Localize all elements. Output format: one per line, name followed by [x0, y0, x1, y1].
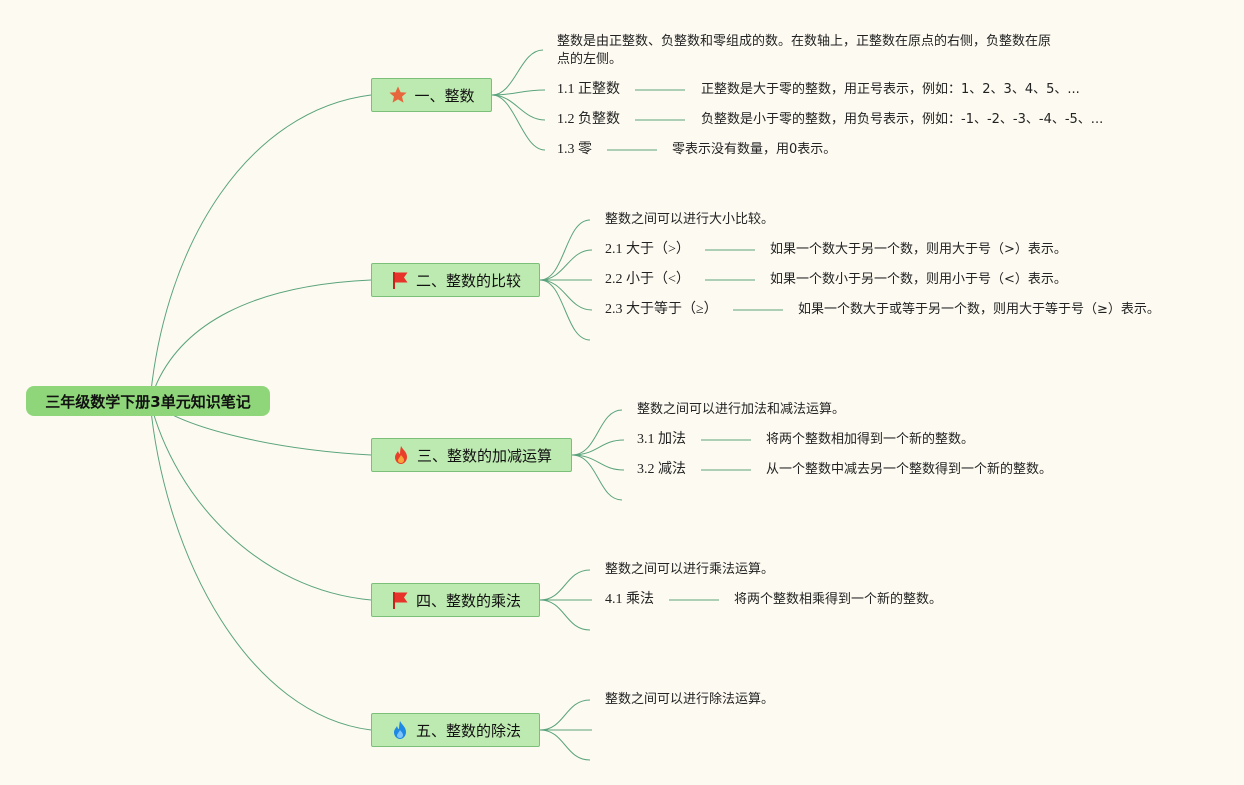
topic-node-5[interactable]: 五、整数的除法: [371, 713, 540, 747]
topic-title-5: 五、整数的除法: [415, 721, 521, 740]
topic-node-3[interactable]: 三、整数的加减运算: [371, 438, 572, 472]
topic-title-1: 一、整数: [414, 86, 475, 105]
topic-node-2[interactable]: 二、整数的比较: [371, 263, 540, 297]
connector-root-topic-1: [149, 94, 372, 402]
connectors-topic-5: [539, 699, 592, 761]
topic-2-item-3-desc: 如果一个数大于或等于另一个数，则用大于等于号（≥）表示。: [798, 302, 1160, 317]
topic-1-item-1-label: 1.1 正整数: [557, 82, 620, 97]
topic-4-item-1-label: 4.1 乘法: [605, 592, 654, 607]
connectors-topic-3: [571, 409, 751, 501]
topic-2-intro: 整数之间可以进行大小比较。: [605, 212, 775, 227]
topic-2-item-1-label: 2.1 大于（>）: [605, 242, 690, 257]
topic-1-item-1-desc: 正整数是大于零的整数，用正号表示，例如：1、2、3、4、5、...: [701, 82, 1080, 97]
topic-3-item-1-desc: 将两个整数相加得到一个新的整数。: [766, 432, 975, 447]
connectors-topic-2: [539, 219, 783, 341]
flag-icon: [392, 272, 408, 289]
fire-icon: [394, 446, 407, 464]
topic-1-item-2-desc: 负整数是小于零的整数，用负号表示，例如：-1、-2、-3、-4、-5、...: [701, 112, 1104, 127]
topic-2-item-1-desc: 如果一个数大于另一个数，则用大于号（>）表示。: [770, 242, 1067, 257]
topic-title-3: 三、整数的加减运算: [416, 446, 552, 465]
topic-3-item-2-desc: 从一个整数中减去另一个整数得到一个新的整数。: [766, 462, 1053, 477]
root-title: 三年级数学下册3单元知识笔记: [45, 392, 251, 411]
topic-3-item-1-label: 3.1 加法: [637, 432, 686, 447]
connector-root-topic-2: [149, 279, 372, 402]
connector-root-topic-4: [149, 400, 372, 601]
connectors-topic-1: [491, 49, 685, 151]
blue-fire-icon: [393, 721, 406, 739]
topic-3-intro: 整数之间可以进行加法和减法运算。: [637, 402, 846, 417]
topic-5-intro: 整数之间可以进行除法运算。: [605, 692, 775, 707]
topic-2-item-2-desc: 如果一个数小于另一个数，则用小于号（<）表示。: [770, 272, 1067, 287]
topic-4-intro: 整数之间可以进行乘法运算。: [605, 562, 775, 577]
star-icon: [389, 86, 408, 103]
root-node[interactable]: 三年级数学下册3单元知识笔记: [26, 386, 270, 416]
flag-icon: [392, 592, 408, 609]
topic-title-4: 四、整数的乘法: [415, 591, 521, 610]
connector-root-topic-5: [149, 400, 372, 731]
topic-1-item-3-desc: 零表示没有数量，用0表示。: [672, 142, 837, 157]
topic-2-item-3-label: 2.3 大于等于（≥）: [605, 302, 718, 317]
topic-3-item-2-label: 3.2 减法: [637, 462, 686, 477]
topic-2-item-2-label: 2.2 小于（<）: [605, 272, 690, 287]
topic-node-1[interactable]: 一、整数: [371, 78, 492, 112]
topic-node-4[interactable]: 四、整数的乘法: [371, 583, 540, 617]
topic-title-2: 二、整数的比较: [415, 271, 521, 290]
topic-1-item-2-label: 1.2 负整数: [557, 112, 620, 127]
topic-1-item-3-label: 1.3 零: [557, 142, 592, 157]
topic-1-intro: 整数是由正整数、负整数和零组成的数。在数轴上，正整数在原点的右侧，负整数在原点的…: [557, 34, 1052, 67]
connectors-topic-4: [539, 569, 719, 631]
topic-4-item-1-desc: 将两个整数相乘得到一个新的整数。: [734, 592, 943, 607]
